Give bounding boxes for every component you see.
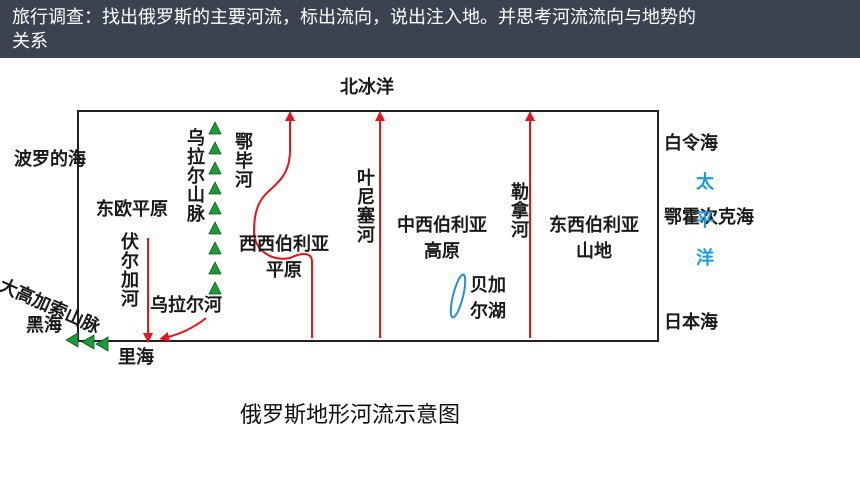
pacific-ocean-label: 太平洋: [693, 172, 714, 286]
map-frame: [77, 110, 659, 342]
ural-river-line: [159, 317, 207, 342]
map-caption: 俄罗斯地形河流示意图: [240, 403, 461, 428]
arctic-ocean-label: 北冰洋: [340, 77, 394, 98]
lena-river-label: 勒拿河: [508, 182, 529, 239]
caucasus-mountains-symbols: [65, 332, 109, 352]
ural-river-label: 乌拉尔河: [150, 295, 222, 316]
east-siberian-mountains-label: 东西伯利亚山地: [549, 215, 639, 262]
east-european-plain-label: 东欧平原: [96, 199, 168, 220]
ural-mountains-label: 乌拉尔山脉: [184, 128, 205, 223]
caspian-sea-label: 里海: [118, 347, 154, 368]
slide-title-banner: 旅行调查：找出俄罗斯的主要河流，标出流向，说出注入地。并思考河流流向与地势的 关…: [0, 0, 860, 58]
sea-of-japan-label: 日本海: [664, 312, 718, 333]
slide-title-line-1: 旅行调查：找出俄罗斯的主要河流，标出流向，说出注入地。并思考河流流向与地势的: [12, 7, 696, 28]
central-siberian-plateau-label: 中西伯利亚高原: [397, 215, 487, 262]
okhotsk-sea-label: 鄂霍次克海: [664, 207, 754, 228]
yenisei-river-label: 叶尼塞河: [354, 168, 375, 244]
lake-baikal-label: 贝加尔湖: [470, 275, 506, 322]
ob-river-label: 鄂毕河: [232, 132, 253, 189]
west-siberian-plain-label: 西西伯利亚平原: [239, 234, 329, 281]
lake-baikal-shape: [449, 273, 467, 319]
bering-sea-label: 白令海: [664, 133, 718, 154]
black-sea-label: 黑海: [26, 315, 62, 336]
baltic-sea-label: 波罗的海: [14, 149, 86, 170]
ural-mountains-symbols: [208, 121, 222, 295]
volga-river-label: 伏尔加河: [118, 232, 139, 308]
ob-river-line: [252, 111, 313, 338]
slide-title-line-2: 关系: [12, 31, 48, 52]
